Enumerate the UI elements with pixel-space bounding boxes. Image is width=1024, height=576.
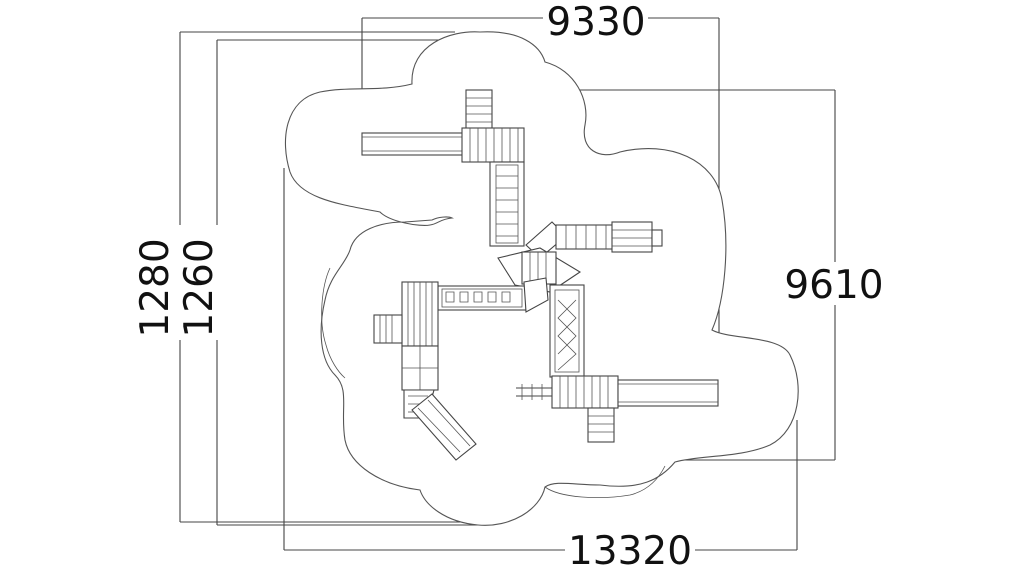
dimension-left-outer: 1280: [133, 31, 490, 523]
bottom-accessory: [516, 384, 552, 400]
top-bridge: [489, 161, 525, 247]
top-tower-deck: [461, 127, 525, 163]
left-bridge: [437, 277, 549, 313]
dimension-left-inner-label: 1260: [177, 238, 222, 337]
dimension-top-label: 9330: [546, 0, 645, 45]
dimension-left-outer-label: 1280: [133, 238, 178, 337]
left-tower: [373, 281, 439, 347]
top-ladder: [465, 89, 493, 131]
lower-left-slide: [411, 393, 477, 461]
dimension-top: 9330: [361, 0, 720, 380]
play-structure: [361, 89, 719, 461]
dimension-right: 9610: [470, 89, 884, 461]
dimension-lines: 9330 9610 13320 1280: [133, 0, 884, 574]
top-left-slide: [361, 132, 465, 156]
dimension-left-inner: 1260: [177, 39, 480, 526]
bottom-right-slide: [617, 379, 719, 407]
dimension-bottom: 13320: [283, 168, 798, 574]
bottom-right-tower: [551, 375, 619, 409]
central-hub: [497, 247, 582, 293]
dimension-bottom-label: 13320: [568, 529, 692, 574]
dimension-right-label: 9610: [784, 263, 883, 308]
center-vertical-bridge: [549, 284, 585, 378]
bottom-ladder: [587, 407, 615, 443]
